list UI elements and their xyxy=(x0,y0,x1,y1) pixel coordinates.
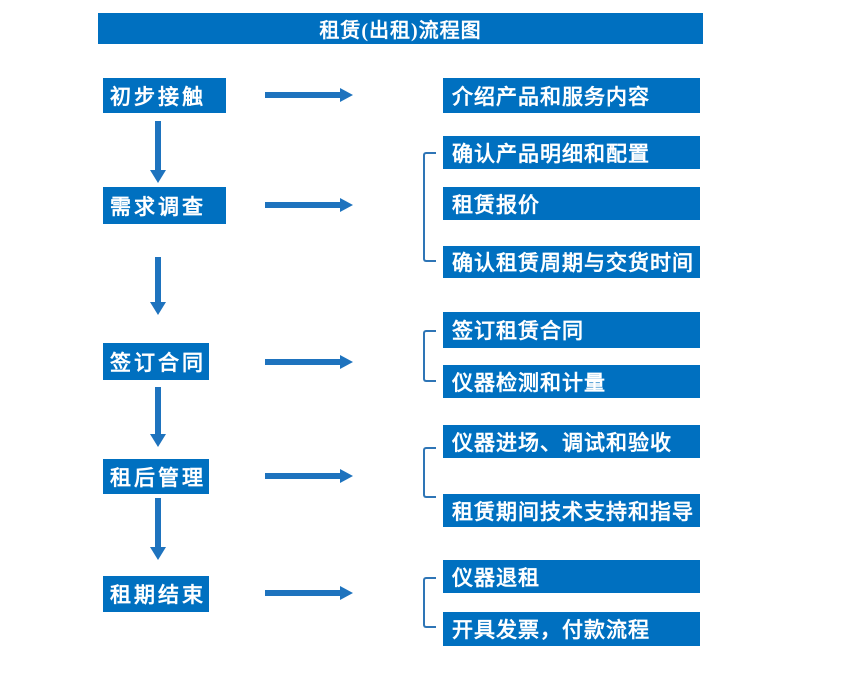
step-box-rental-end: 租期结束 xyxy=(103,576,209,612)
group-bracket-rental-end xyxy=(423,577,436,628)
output-box-technical-support: 租赁期间技术支持和指导 xyxy=(443,494,700,527)
step-box-initial-contact: 初步接触 xyxy=(103,78,226,113)
output-box-instrument-testing: 仪器检测和计量 xyxy=(443,365,700,398)
right-arrow-icon xyxy=(265,92,340,98)
right-arrow-icon xyxy=(265,202,340,208)
down-arrow-icon xyxy=(155,387,161,434)
group-bracket-sign-contract xyxy=(423,330,436,382)
down-arrow-icon xyxy=(155,257,161,302)
output-box-sign-rental-contract: 签订租赁合同 xyxy=(443,312,700,348)
right-arrow-icon xyxy=(265,590,340,596)
down-arrow-icon xyxy=(155,498,161,547)
step-box-demand-survey: 需求调查 xyxy=(103,187,226,224)
step-box-sign-contract: 签订合同 xyxy=(103,343,209,380)
down-arrow-icon xyxy=(155,121,161,170)
flowchart-title: 租赁(出租)流程图 xyxy=(98,13,703,44)
step-box-post-rental-management: 租后管理 xyxy=(103,459,209,494)
right-arrow-icon xyxy=(265,473,340,479)
output-box-confirm-product-details: 确认产品明细和配置 xyxy=(443,136,700,169)
output-box-invoice-payment: 开具发票，付款流程 xyxy=(443,612,700,646)
output-box-instrument-setup-acceptance: 仪器进场、调试和验收 xyxy=(443,425,700,458)
group-bracket-demand-survey xyxy=(423,152,436,262)
output-box-confirm-rental-period: 确认租赁周期与交货时间 xyxy=(443,246,700,278)
output-box-rental-quotation: 租赁报价 xyxy=(443,187,700,220)
output-box-introduce-products: 介绍产品和服务内容 xyxy=(443,78,700,113)
group-bracket-post-rental xyxy=(423,447,436,498)
right-arrow-icon xyxy=(265,359,340,365)
output-box-instrument-return: 仪器退租 xyxy=(443,560,700,593)
